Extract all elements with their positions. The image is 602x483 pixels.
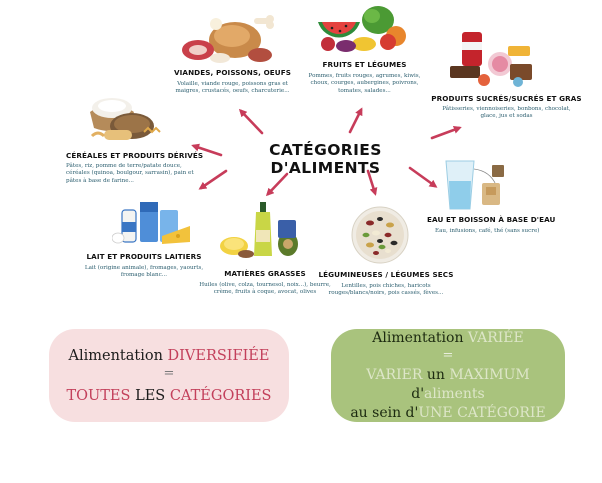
category-desc-line: Lentilles, pois chiches, haricots [341,283,431,289]
category-title: LÉGUMINEUSES / LÉGUMES SECS [318,270,454,279]
category-title: VIANDES, POISSONS, OEUFS [173,68,292,77]
bread-icon [90,98,161,140]
category-desc-line: Huiles (olive, colza, tournesol, noix...… [199,282,331,288]
arrow-lait [198,169,228,190]
category-title: FRUITS ET LÉGUMES [322,60,407,69]
text-part: aliments [424,385,485,402]
arrow-legumineuses [366,169,378,196]
category-fruits: FRUITS ET LÉGUMES Pommes, fruits rouges,… [302,60,427,95]
category-desc-line: fromage blanc... [120,272,168,279]
category-title: MATIÈRES GRASSES [224,269,306,278]
category-desc-line: Eau, infusions, café, thé (sans sucre) [435,228,540,234]
category-matieres: MATIÈRES GRASSES Huiles (olive, colza, t… [190,269,340,297]
meat-icon [182,15,274,63]
category-desc-line: rouges/blancs/noirs, pois cassés, fèves.… [328,290,444,297]
text-part: DIVERSIFIÉE [167,347,270,364]
variee-definition-line1: VARIER un MAXIMUM d'aliments [331,366,565,404]
text-part: un [426,366,450,383]
diversifiee-definition: TOUTES LES CATÉGORIES [66,386,271,406]
category-desc-line: Lait (origine animale), fromages, yaourt… [84,265,204,271]
arrow-viandes [238,108,264,135]
equals-sign: = [442,347,454,363]
category-eau: EAU ET BOISSON À BASE D'EAU Eau, infusio… [427,215,577,235]
text-part: LES [135,387,170,404]
text-part: VARIER [366,366,427,383]
equals-sign: = [163,365,175,381]
category-desc-line: céréales (quinoa, boulgour, sarrasin), p… [66,170,194,177]
arrow-fruits [348,107,363,134]
text-part: VARIÉE [467,329,524,346]
text-part: MAXIMUM [449,366,530,383]
category-desc-line: Pâtisseries, viennoiseries, bonbons, cho… [442,106,571,112]
category-desc-line: maigres, crustacés, oeufs, charcuterie..… [175,88,290,95]
text-part: CATÉGORIES [169,387,272,404]
variee-heading: Alimentation VARIÉE [372,329,523,348]
category-title: PRODUITS SUCRÉS/SUCRÉS ET GRAS [431,94,582,103]
text-part: Alimentation [372,329,468,346]
variee-definition-line2: au sein d'UNE CATÉGORIE [350,404,545,423]
text-part: UNE CATÉGORIE [418,404,546,421]
category-lait: LAIT ET PRODUITS LAITIERS Lait (origine … [84,252,204,280]
arrow-cereales [191,143,223,157]
milk-icon [112,202,190,244]
category-desc-line: crème, fruits à coque, avocat, olives [213,289,317,296]
category-cereales: CÉRÉALES ET PRODUITS DÉRIVÉS Pâtes, riz,… [66,151,206,185]
text-part: TOUTES [66,387,136,404]
category-sucres: PRODUITS SUCRÉS/SUCRÉS ET GRAS Pâtisseri… [424,94,589,121]
center-title: CATÉGORIES D'ALIMENTS [269,141,382,177]
category-title: CÉRÉALES ET PRODUITS DÉRIVÉS [66,151,204,160]
category-desc-line: choux, courges, aubergines, poivrons, [310,80,419,87]
arrow-sucres [430,125,462,140]
category-viandes: VIANDES, POISSONS, OEUFS Volaille, viand… [165,68,300,96]
category-title: EAU ET BOISSON À BASE D'EAU [427,215,556,224]
category-desc-line: tomates, salades... [338,87,391,94]
category-desc-line: Volaille, viande rouge, poissons gras et [177,81,288,87]
beans-bowl-icon [351,206,409,264]
oil-bottle-icon [220,202,298,258]
water-glass-icon [445,160,504,210]
category-desc-line: Pommes, fruits rouges, agrumes, kiwis, [308,73,421,79]
category-desc-line: glace, jus et sodas [480,113,533,120]
vegetables-icon [318,6,406,52]
diversifiee-box: Alimentation DIVERSIFIÉE = TOUTES LES CA… [49,329,289,422]
text-part: d' [411,385,425,402]
category-legumineuses: LÉGUMINEUSES / LÉGUMES SECS Lentilles, p… [316,270,456,298]
category-title: LAIT ET PRODUITS LAITIERS [86,252,202,261]
sweets-icon [450,32,532,87]
diversifiee-heading: Alimentation DIVERSIFIÉE [69,346,270,366]
arrow-matieres [265,172,289,197]
category-desc-line: pâtes à base de farine... [66,177,134,184]
arrow-eau [408,166,438,188]
text-part: au sein d' [350,404,419,421]
text-part: Alimentation [68,347,168,364]
category-desc-line: Pâtes, riz, pomme de terre/patate douce, [66,163,182,169]
variee-box: Alimentation VARIÉE = VARIER un MAXIMUM … [331,329,565,422]
